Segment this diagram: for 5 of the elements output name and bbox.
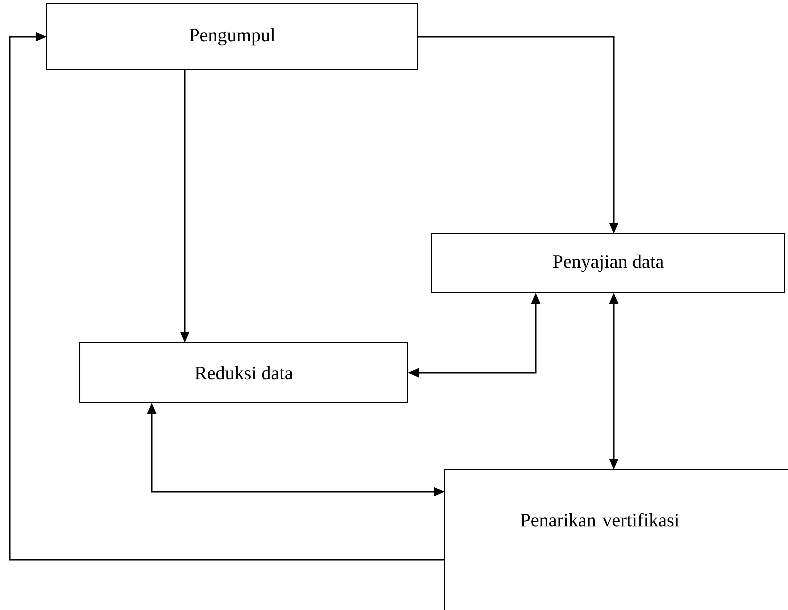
process-box: Pengumpul — [46, 4, 418, 70]
process-box: Penarikan vertifikasi — [444, 470, 788, 610]
process-box: Penyajian data — [432, 234, 786, 294]
arrow — [9, 32, 445, 561]
process-box: Reduksi data — [80, 342, 408, 404]
